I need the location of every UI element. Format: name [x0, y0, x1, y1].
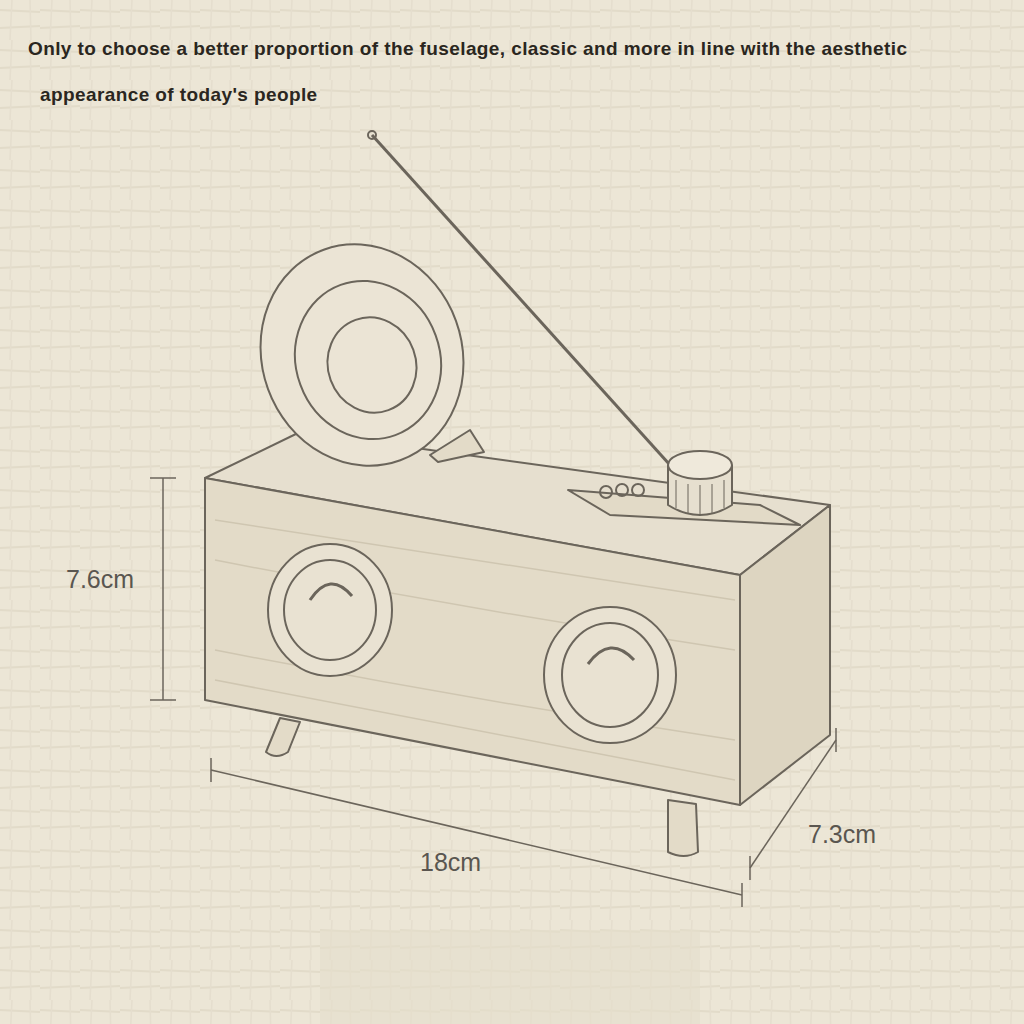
- dimension-label: 7.6cm: [66, 565, 134, 594]
- dimension-label: 7.3cm: [808, 820, 876, 849]
- dimension-label: 18cm: [420, 848, 481, 877]
- headline-text: Only to choose a better proportion of th…: [28, 26, 1000, 118]
